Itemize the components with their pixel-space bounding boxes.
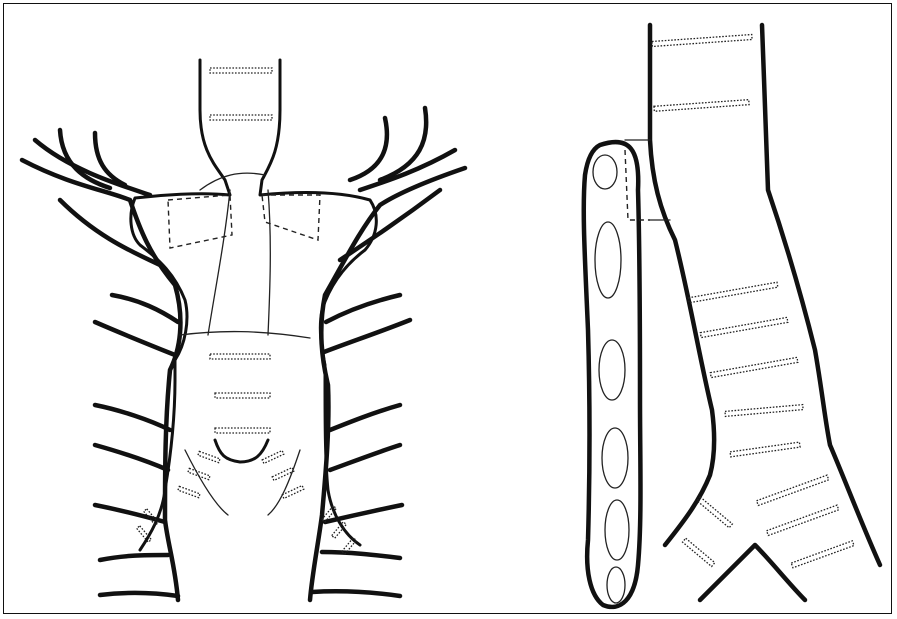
cartilage-ring bbox=[210, 115, 272, 120]
cartilage-ring bbox=[654, 100, 749, 112]
right-rib-2 bbox=[324, 320, 410, 352]
left-rib-6 bbox=[100, 555, 168, 560]
right-bronchus-outline bbox=[268, 450, 300, 515]
right-upper-branch-1 bbox=[350, 118, 387, 180]
cartilage-ring bbox=[272, 468, 294, 481]
cartilage-ring bbox=[198, 451, 220, 462]
oval-hole-2 bbox=[595, 222, 621, 298]
oval-plate bbox=[584, 142, 641, 607]
left-rib-3 bbox=[95, 405, 170, 430]
cartilage-ring bbox=[215, 393, 270, 398]
central-trachea-outline-right bbox=[260, 60, 376, 545]
oval-hole-6 bbox=[607, 567, 625, 603]
left-rib-2 bbox=[95, 322, 175, 355]
cartilage-ring bbox=[262, 451, 284, 464]
cartilage-ring bbox=[683, 538, 715, 566]
right-rib-7 bbox=[312, 591, 400, 596]
oval-hole-4 bbox=[602, 428, 628, 488]
oval-hole-3 bbox=[599, 340, 625, 400]
right-rib-6 bbox=[322, 552, 400, 558]
cartilage-ring bbox=[178, 486, 200, 497]
tube-right-wall bbox=[762, 25, 880, 565]
right-rib-4 bbox=[330, 445, 400, 470]
cartilage-ring bbox=[757, 475, 829, 505]
cartilage-ring bbox=[210, 68, 272, 73]
left-upper-branch-4 bbox=[60, 200, 160, 265]
cartilage-ring bbox=[791, 541, 854, 568]
cartilage-ring bbox=[215, 428, 270, 433]
left-rib-4 bbox=[95, 445, 168, 470]
cartilage-ring bbox=[688, 282, 778, 303]
cartilage-ring bbox=[730, 442, 800, 457]
lower-branch-divide bbox=[700, 545, 805, 600]
left-rib-7 bbox=[100, 593, 178, 596]
internal-line-left bbox=[208, 190, 230, 335]
cartilage-ring bbox=[652, 35, 752, 47]
right-vessel-outline bbox=[310, 168, 465, 600]
oval-hole-5 bbox=[605, 500, 629, 560]
cartilage-ring bbox=[725, 405, 803, 417]
cartilage-ring bbox=[697, 497, 732, 528]
internal-line-right bbox=[268, 190, 270, 335]
cartilage-ring bbox=[767, 505, 839, 535]
carina bbox=[215, 440, 268, 462]
cartilage-ring bbox=[188, 468, 210, 479]
left-rib-1 bbox=[112, 295, 178, 322]
internal-cross-line bbox=[180, 332, 310, 338]
left-vessel-outline bbox=[22, 160, 180, 600]
oval-hole-1 bbox=[593, 155, 617, 189]
internal-top-arc bbox=[200, 173, 265, 190]
right-upper-branch-3 bbox=[360, 150, 455, 190]
right-panel-side-view bbox=[584, 25, 880, 607]
cartilage-ring bbox=[210, 354, 270, 359]
tube-left-wall bbox=[650, 25, 714, 545]
left-dashed-plate bbox=[168, 195, 232, 248]
cartilage-ring bbox=[700, 317, 788, 337]
cartilage-ring bbox=[710, 357, 798, 377]
left-rib-5 bbox=[95, 505, 165, 522]
right-rib-3 bbox=[330, 405, 400, 430]
right-rib-1 bbox=[326, 295, 400, 322]
left-bronchus-outline bbox=[185, 450, 228, 515]
left-panel-front-view bbox=[22, 60, 465, 600]
